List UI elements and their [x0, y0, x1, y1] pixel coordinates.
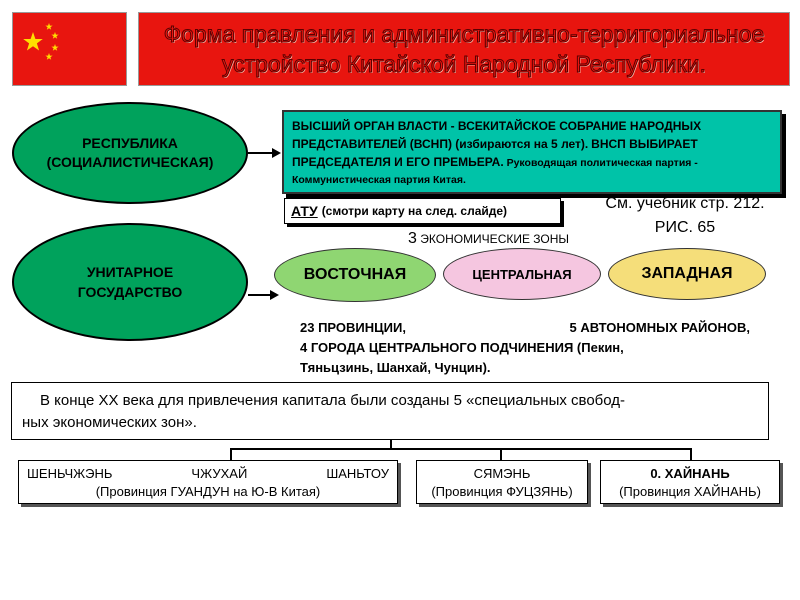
sez-shenzhen: ШЕНЬЧЖЭНЬ	[27, 466, 113, 481]
connector-right	[690, 448, 692, 460]
sez-hainan-box: 0. ХАЙНАНЬ (Провинция ХАЙНАНЬ)	[600, 460, 780, 504]
atu-label: АТУ	[291, 203, 318, 219]
star-icon	[45, 53, 53, 60]
central-cities: 4 ГОРОДА ЦЕНТРАЛЬНОГО ПОДЧИНЕНИЯ (Пекин,	[300, 340, 624, 355]
sez-hainan: 0. ХАЙНАНЬ	[650, 466, 730, 481]
autonomous-regions-count: 5 АВТОНОМНЫХ РАЙОНОВ,	[569, 320, 750, 335]
unitary-sublabel: ГОСУДАРСТВО	[77, 284, 183, 300]
atu-text: (смотри карту на след. слайде)	[321, 204, 508, 218]
atu-box: АТУ (смотри карту на след. слайде)	[284, 198, 561, 224]
highest-body-text-2: ВНСП ВЫБИРАЕТ ПРЕДСЕДАТЕЛЯ И ЕГО ПРЕМЬЕР…	[292, 137, 698, 169]
sez-fujian-box: СЯМЭНЬ (Провинция ФУЦЗЯНЬ)	[416, 460, 588, 504]
flag-stars	[23, 23, 59, 60]
unitary-state-ellipse: УНИТАРНОЕ ГОСУДАРСТВО	[12, 223, 248, 341]
connector-middle	[500, 448, 502, 460]
republic-ellipse: РЕСПУБЛИКА (СОЦИАЛИСТИЧЕСКАЯ)	[12, 102, 248, 204]
highest-body-text-3: Руководящая политическая партия - Коммун…	[292, 157, 698, 186]
sez-intro-box: В конце ХХ века для привлечения капитала…	[11, 382, 769, 440]
zone-east: ВОСТОЧНАЯ	[274, 248, 436, 302]
sez-zhuhai: ЧЖУХАЙ	[191, 466, 248, 481]
zone-central: ЦЕНТРАЛЬНАЯ	[443, 248, 601, 300]
title-banner: Форма правления и административно-террит…	[138, 12, 790, 86]
province-hainan: (Провинция ХАЙНАНЬ)	[619, 484, 761, 499]
republic-sublabel: (СОЦИАЛИСТИЧЕСКАЯ)	[46, 154, 214, 170]
china-flag-icon	[12, 12, 127, 86]
arrow-unitary	[248, 294, 272, 296]
zones-caption-text: ЭКОНОМИЧЕСКИЕ ЗОНЫ	[420, 232, 570, 246]
sez-guangdong-box: ШЕНЬЧЖЭНЬ ЧЖУХАЙ ШАНЬТОУ (Провинция ГУАН…	[18, 460, 398, 504]
province-fujian: (Провинция ФУЦЗЯНЬ)	[431, 484, 573, 499]
arrow-republic	[248, 152, 274, 154]
unitary-label: УНИТАРНОЕ	[86, 264, 174, 280]
arrow-head-unitary	[270, 290, 279, 300]
page-title: Форма правления и административно-террит…	[163, 21, 765, 78]
provinces-text: 23 ПРОВИНЦИИ, 5 АВТОНОМНЫХ РАЙОНОВ, 4 ГО…	[300, 318, 750, 378]
star-icon	[23, 32, 43, 51]
textbook-reference: См. учебник стр. 212. РИС. 65	[605, 195, 765, 236]
star-icon	[51, 44, 59, 51]
province-guangdong: (Провинция ГУАНДУН на Ю-В Китая)	[95, 484, 321, 499]
sez-shantou: ШАНЬТОУ	[326, 466, 389, 481]
zones-caption: 3 ЭКОНОМИЧЕСКИЕ ЗОНЫ	[408, 230, 569, 248]
zone-west: ЗАПАДНАЯ	[608, 248, 766, 300]
sez-intro-line1: В конце ХХ века для привлечения капитала…	[40, 392, 626, 409]
sez-intro-line2: ных экономических зон».	[22, 414, 197, 431]
zones-count: 3	[408, 230, 417, 247]
connector-horizontal	[230, 448, 692, 450]
arrow-head-republic	[272, 148, 281, 158]
sez-xiamen: СЯМЭНЬ	[473, 466, 531, 481]
republic-label: РЕСПУБЛИКА	[82, 135, 178, 151]
star-icon	[45, 23, 53, 30]
central-cities-list: Тяньцзинь, Шанхай, Чунцин).	[300, 360, 491, 375]
provinces-count: 23 ПРОВИНЦИИ,	[300, 320, 406, 335]
star-icon	[51, 32, 59, 39]
connector-stem	[390, 440, 392, 448]
highest-body-text-1: ВЫСШИЙ ОРГАН ВЛАСТИ - ВСЕКИТАЙСКОЕ СОБРА…	[292, 119, 702, 151]
connector-left	[230, 448, 232, 460]
highest-body-box: ВЫСШИЙ ОРГАН ВЛАСТИ - ВСЕКИТАЙСКОЕ СОБРА…	[282, 110, 782, 194]
